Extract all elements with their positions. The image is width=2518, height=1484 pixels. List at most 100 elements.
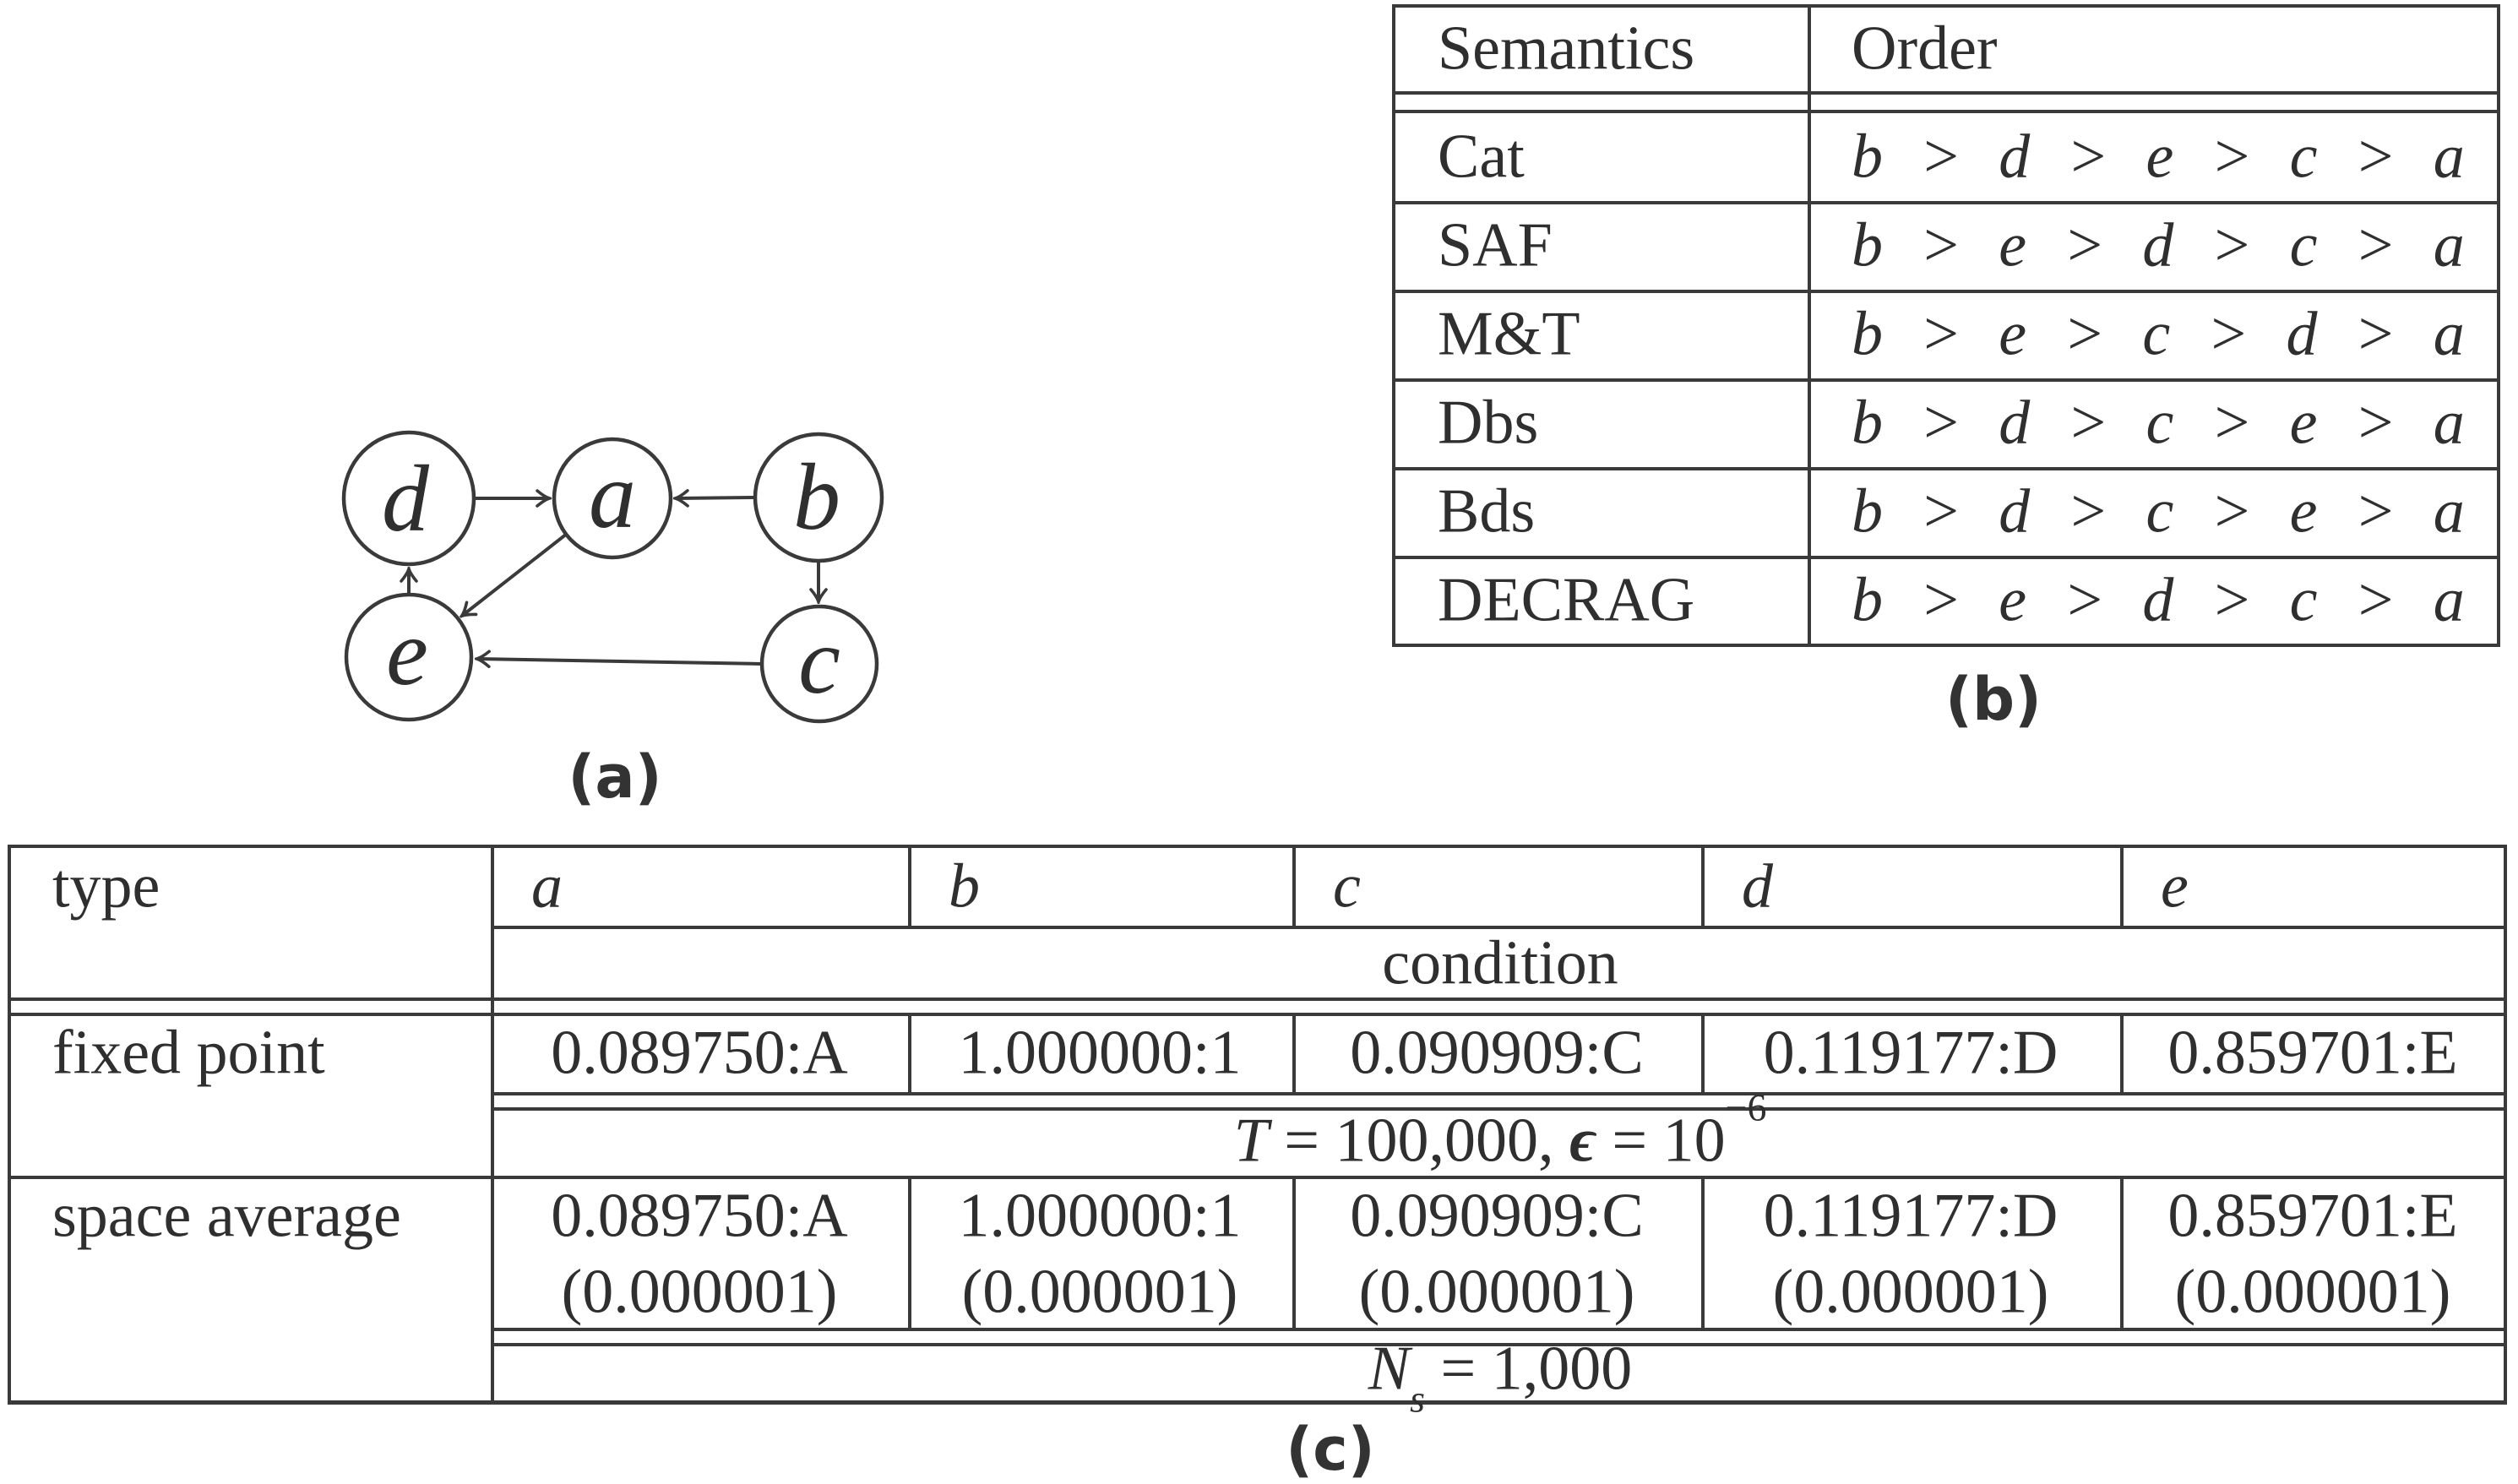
tableB-row-semantics: SAF	[1438, 210, 1553, 280]
node-b-label: b	[793, 445, 840, 550]
table-rule	[491, 926, 2507, 929]
table-rule	[908, 1013, 911, 1095]
exponent: −6	[1725, 1085, 1767, 1129]
table-rule	[2120, 1176, 2124, 1331]
math-var-T: T	[1233, 1106, 1269, 1176]
tableC-space-average-stddev: (0.000001)	[1358, 1257, 1635, 1327]
tableC-col-header-b: b	[949, 851, 980, 921]
tableB-row-semantics: Bds	[1438, 476, 1536, 546]
tableC-fixed-point-value: 0.089750:A	[551, 1018, 848, 1088]
table-rule	[1392, 4, 1395, 647]
tableC-space-average-value: 0.119177:D	[1763, 1181, 2058, 1251]
table-rule	[1392, 91, 2500, 95]
table-rule	[1292, 1013, 1296, 1095]
tableC-fixed-point-value: 0.090909:C	[1350, 1018, 1644, 1088]
condition-eq2-text: = 10	[1596, 1106, 1726, 1176]
tableB-row-semantics: Dbs	[1438, 388, 1539, 458]
tableC-col-header-d: d	[1742, 851, 1773, 921]
tableB-row-order: b > e > c > d > a	[1852, 299, 2465, 369]
table-rule	[491, 1092, 2507, 1095]
caption-a: (a)	[568, 742, 662, 812]
table-rule	[8, 845, 11, 1405]
tableC-fixed-point-value: 0.859701:E	[2167, 1018, 2458, 1088]
table-rule	[1392, 110, 2500, 113]
table-rule	[8, 845, 2507, 848]
edge-a-e	[462, 532, 568, 616]
node-e-circle	[344, 592, 474, 722]
table-rule	[1392, 644, 2500, 647]
math-var-N: N	[1368, 1334, 1411, 1404]
table-rule	[8, 997, 2507, 1001]
node-b-circle	[753, 432, 884, 563]
edge-c-e	[477, 659, 762, 664]
table-rule	[1392, 467, 2500, 470]
tableB-row-order: b > d > c > e > a	[1852, 476, 2465, 546]
edge-b-a	[676, 497, 755, 498]
tableC-space-average-label: space average	[52, 1181, 401, 1251]
table-rule	[2504, 845, 2507, 1405]
table-rule	[8, 1013, 2507, 1016]
node-d-circle	[341, 430, 476, 567]
table-rule	[1392, 4, 2500, 8]
tableB-header-order: Order	[1852, 14, 1998, 84]
node-a-circle	[552, 437, 673, 560]
math-epsilon: ϵ	[1569, 1106, 1596, 1176]
caption-b: (b)	[1944, 665, 2042, 734]
tableB-row-order: b > e > d > c > a	[1852, 565, 2465, 635]
tableC-corner-header: type	[52, 851, 160, 921]
tableC-space-average-value: 0.090909:C	[1350, 1181, 1644, 1251]
node-e-label: e	[386, 601, 428, 705]
node-c-circle	[759, 604, 879, 724]
tableC-space-average-stddev: (0.000001)	[561, 1257, 838, 1327]
table-rule	[1292, 845, 1296, 929]
table-rule	[908, 1176, 911, 1331]
table-rule	[2497, 4, 2500, 647]
tableC-space-average-stddev: (0.000001)	[1772, 1257, 2049, 1327]
tableC-space-average-value: 0.089750:A	[551, 1181, 848, 1251]
tableB-header-semantics: Semantics	[1438, 14, 1695, 84]
tableB-row-order: b > d > c > e > a	[1852, 388, 2465, 458]
table-rule	[1701, 1176, 1705, 1331]
table-rule	[1392, 378, 2500, 382]
table-rule	[1392, 556, 2500, 559]
table-rule	[1292, 1176, 1296, 1331]
tableC-col-header-c: c	[1333, 851, 1361, 921]
tableC-fixed-point-value: 0.119177:D	[1763, 1018, 2058, 1088]
tableC-space-average-value: 0.859701:E	[2167, 1181, 2458, 1251]
tableC-space-average-value: 1.000000:1	[958, 1181, 1242, 1251]
node-c-label: c	[798, 609, 840, 714]
argumentation-graph: d a b e c	[341, 430, 884, 724]
table-rule	[1392, 201, 2500, 204]
table-rule	[491, 1107, 2507, 1111]
tableB-row-semantics: M&T	[1438, 299, 1580, 369]
tableC-fixed-point-condition: T = 100,000, ϵ = 10−6	[1233, 1086, 1767, 1177]
table-rule	[2120, 1013, 2124, 1095]
subscript-s: s	[1410, 1377, 1425, 1421]
tableC-condition-header: condition	[1382, 928, 1618, 998]
tableC-space-average-condition: Ns = 1,000	[1368, 1334, 1633, 1421]
table-rule	[1701, 845, 1705, 929]
table-rule	[908, 845, 911, 929]
tableB-row-semantics: DECRAG	[1438, 565, 1695, 635]
tableC-col-header-a: a	[531, 851, 563, 921]
table-rule	[2120, 845, 2124, 929]
table-rule	[8, 1176, 2507, 1179]
tableC-space-average-stddev: (0.000001)	[2174, 1257, 2451, 1327]
table-rule	[491, 1343, 2507, 1346]
table-rule	[1808, 4, 1811, 647]
tableB-row-order: b > e > d > c > a	[1852, 210, 2465, 280]
tableC-fixed-point-value: 1.000000:1	[958, 1018, 1242, 1088]
tableB-row-order: b > d > e > c > a	[1852, 122, 2465, 192]
node-a-label: a	[589, 443, 636, 548]
table-rule	[8, 1400, 2507, 1405]
condition-eq-text: = 100,000,	[1268, 1106, 1569, 1176]
tableC-fixed-point-label: fixed point	[52, 1018, 325, 1088]
table-rule	[1701, 1013, 1705, 1095]
node-d-label: d	[382, 447, 430, 552]
tableB-row-semantics: Cat	[1438, 122, 1525, 192]
table-rule	[491, 845, 494, 1405]
tableC-col-header-e: e	[2161, 851, 2189, 921]
condition-eq-text: = 1,000	[1424, 1334, 1633, 1404]
tableC-space-average-stddev: (0.000001)	[961, 1257, 1238, 1327]
